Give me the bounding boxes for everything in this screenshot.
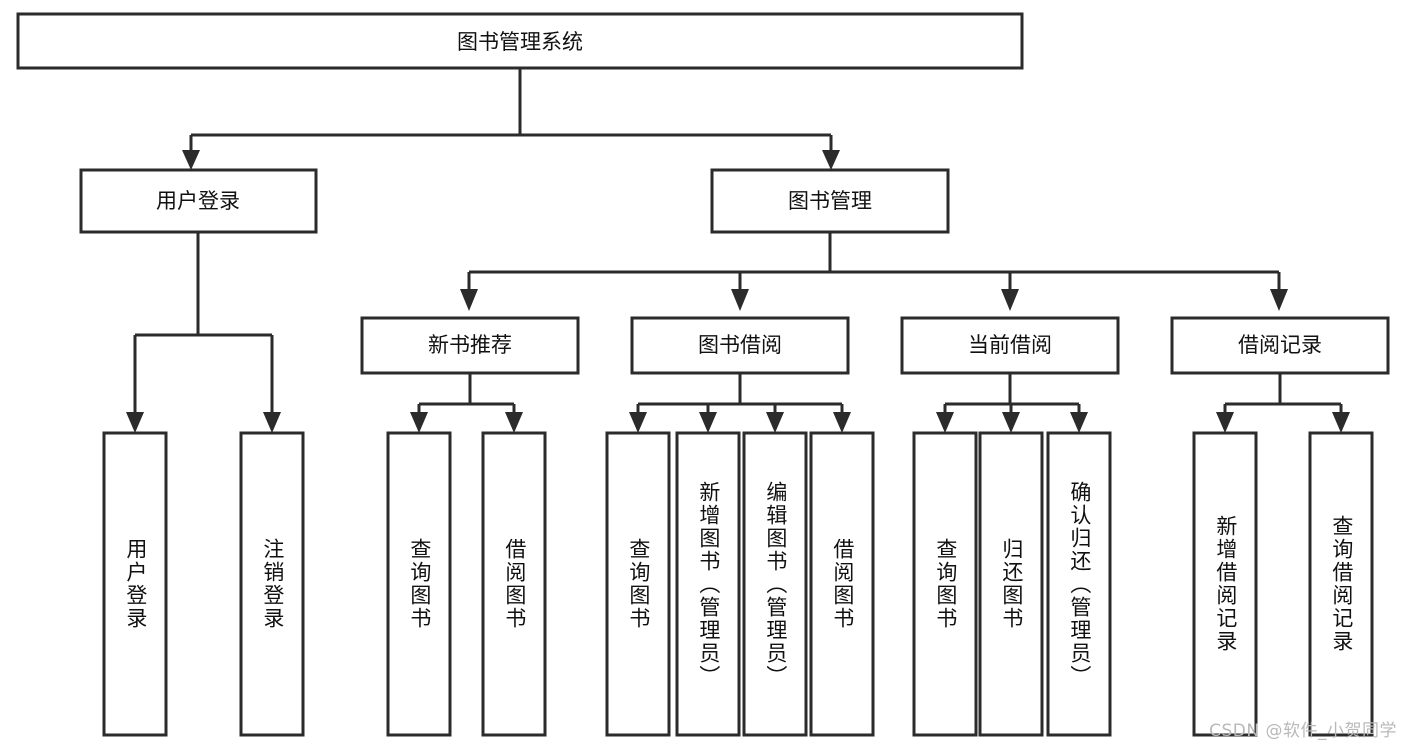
arrow-root-to-book-manage	[822, 150, 840, 170]
leaf-box-borrow-record-2[interactable]	[1308, 431, 1374, 737]
arrow-root-to-user-login	[182, 150, 200, 170]
leaf-box-current-borrow-2[interactable]	[978, 431, 1044, 737]
leaf-box-book-borrow-2[interactable]	[675, 431, 741, 737]
node-root-box[interactable]	[16, 12, 1024, 70]
arrow-br-leaf-2	[1332, 412, 1350, 433]
watermark-text: CSDN @软件_小贺同学	[1209, 721, 1397, 741]
leaf-box-current-borrow-1[interactable]	[912, 431, 978, 737]
leaf-box-user-login-2[interactable]	[239, 431, 305, 737]
node-root-label: 图书管理系统	[457, 30, 583, 54]
leaf-box-book-borrow-4[interactable]	[809, 431, 875, 737]
node-new-book-recommend-box[interactable]	[360, 316, 580, 375]
leaf-box-borrow-record-1[interactable]	[1192, 431, 1258, 737]
node-user-login-label: 用户登录	[156, 189, 240, 213]
leaf-box-new-book-2[interactable]	[481, 431, 547, 737]
arrow-bm-to-new-book	[460, 289, 478, 311]
node-borrow-record-box[interactable]	[1170, 316, 1390, 375]
node-current-borrow-box[interactable]	[900, 316, 1120, 375]
arrow-bb-leaf-1	[629, 412, 647, 433]
node-book-manage-box[interactable]	[710, 168, 950, 234]
leaf-box-book-borrow-3[interactable]	[742, 431, 808, 737]
arrow-bb-leaf-3	[766, 412, 784, 433]
node-book-borrow-box[interactable]	[630, 316, 850, 375]
node-borrow-record-label: 借阅记录	[1238, 333, 1322, 357]
leaf-box-current-borrow-3[interactable]	[1046, 431, 1112, 737]
arrow-bb-leaf-4	[833, 412, 851, 433]
arrow-bm-to-borrow-record	[1270, 289, 1288, 311]
arrow-nbr-leaf-1	[410, 412, 428, 433]
node-book-borrow-label: 图书借阅	[698, 333, 782, 357]
arrow-user-login-leaf-1	[126, 412, 144, 433]
leaf-box-book-borrow-1[interactable]	[605, 431, 671, 737]
node-book-manage-label: 图书管理	[788, 189, 872, 213]
node-current-borrow-label: 当前借阅	[968, 333, 1052, 357]
arrow-cb-leaf-2	[1002, 412, 1020, 433]
arrow-nbr-leaf-2	[505, 412, 523, 433]
arrow-br-leaf-1	[1216, 412, 1234, 433]
arrow-user-login-leaf-2	[263, 412, 281, 433]
leaf-box-user-login-1[interactable]	[102, 431, 168, 737]
arrow-bb-leaf-2	[699, 412, 717, 433]
arrow-bm-to-current-borrow	[1001, 289, 1019, 311]
arrow-cb-leaf-3	[1070, 412, 1088, 433]
arrow-cb-leaf-1	[936, 412, 954, 433]
arrow-bm-to-book-borrow	[731, 289, 749, 311]
leaf-box-new-book-1[interactable]	[386, 431, 452, 737]
node-new-book-recommend-label: 新书推荐	[428, 333, 512, 357]
